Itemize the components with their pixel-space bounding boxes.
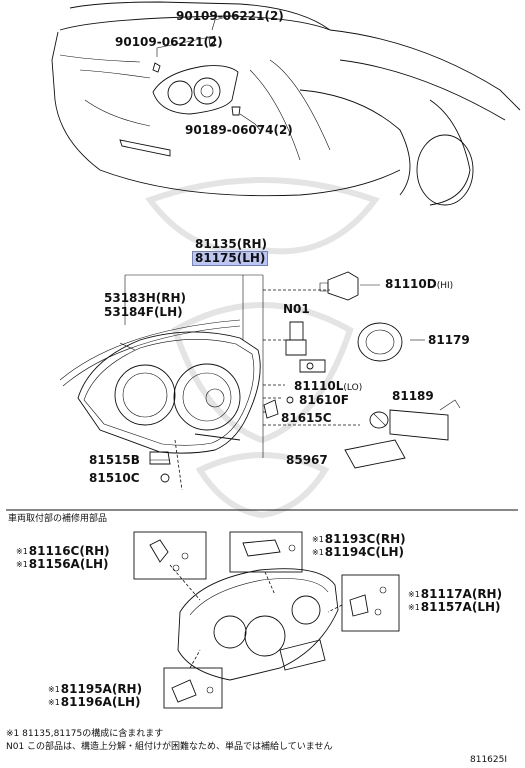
repair-81195a-mark: ※1 — [48, 685, 60, 694]
part-81110d-suffix: (HI) — [436, 281, 454, 291]
repair-81194c-mark: ※1 — [312, 548, 324, 557]
part-n01-label: N01 — [283, 302, 310, 316]
repair-81196a-mark: ※1 — [48, 698, 60, 707]
repair-81156a-mark: ※1 — [16, 560, 28, 569]
diagram-id: 811625I — [470, 755, 508, 765]
part-81615c-label: 81615C — [281, 411, 332, 425]
footnote-2: N01 この部品は、構造上分解・組付けが困難なため、単品では補給していません — [6, 742, 333, 752]
part-81110l-number: 81110L — [294, 379, 344, 393]
footnote-1: ※1 81135,81175の構成に含まれます — [6, 729, 164, 739]
repair-81156a-label: ※181156A(LH) — [16, 558, 109, 571]
bolt-label-top: 90109-06221(2) — [176, 9, 284, 23]
repair-81194c-number: 81194C(LH) — [324, 545, 405, 559]
repair-81157a-label: ※181157A(LH) — [408, 601, 501, 614]
repair-81194c-label: ※181194C(LH) — [312, 546, 404, 559]
bulb-parts — [149, 271, 461, 483]
repair-81117a-label: ※181117A(RH) — [408, 588, 502, 601]
repair-81193c-label: ※181193C(RH) — [312, 533, 406, 546]
repair-81196a-number: 81196A(LH) — [60, 695, 141, 709]
repair-81116c-mark: ※1 — [16, 547, 28, 556]
part-81179-label: 81179 — [428, 333, 470, 347]
repair-81156a-number: 81156A(LH) — [28, 557, 109, 571]
repair-81195a-label: ※181195A(RH) — [48, 683, 142, 696]
part-81110l-label: 81110L(LO) — [294, 380, 362, 395]
assembly-lh-label-highlighted[interactable]: 81175(LH) — [191, 251, 269, 266]
section-title: 車両取付部の補修用部品 — [8, 514, 108, 524]
repair-81157a-number: 81157A(LH) — [420, 600, 501, 614]
watermark-logo — [145, 177, 380, 519]
repair-81195a-number: 81195A(RH) — [60, 682, 143, 696]
repair-81193c-mark: ※1 — [312, 535, 324, 544]
part-81110d-label: 81110D(HI) — [385, 278, 453, 293]
box-81116c — [133, 531, 207, 580]
part-81610f-label: 81610F — [299, 393, 349, 407]
part-81515b-label: 81515B — [89, 453, 140, 467]
part-53184f-label: 53184F(LH) — [104, 305, 183, 319]
box-81195a — [163, 667, 223, 709]
repair-81193c-number: 81193C(RH) — [324, 532, 406, 546]
part-53183h-label: 53183H(RH) — [104, 291, 187, 305]
repair-81117a-mark: ※1 — [408, 590, 420, 599]
part-81110d-number: 81110D — [385, 277, 437, 291]
box-81193c — [229, 531, 303, 573]
repair-81196a-label: ※181196A(LH) — [48, 696, 141, 709]
bolt-label-bottom: 90189-06074(2) — [185, 123, 293, 137]
part-81510c-label: 81510C — [89, 471, 140, 485]
bolt-label-top-left: 90109-06221(2) — [115, 35, 223, 49]
car-front-illustration — [51, 1, 521, 206]
part-81110l-suffix: (LO) — [343, 383, 363, 393]
assembly-rh-label: 81135(RH) — [195, 237, 267, 251]
box-81117a — [341, 574, 400, 632]
part-85967-label: 85967 — [286, 453, 328, 467]
repair-81116c-label: ※181116C(RH) — [16, 545, 110, 558]
part-81189-label: 81189 — [392, 389, 434, 403]
repair-81117a-number: 81117A(RH) — [420, 587, 503, 601]
repair-81116c-number: 81116C(RH) — [28, 544, 110, 558]
headlight-assembly-drawing — [59, 319, 261, 454]
repair-81157a-mark: ※1 — [408, 603, 420, 612]
repair-section-drawing — [133, 531, 400, 709]
